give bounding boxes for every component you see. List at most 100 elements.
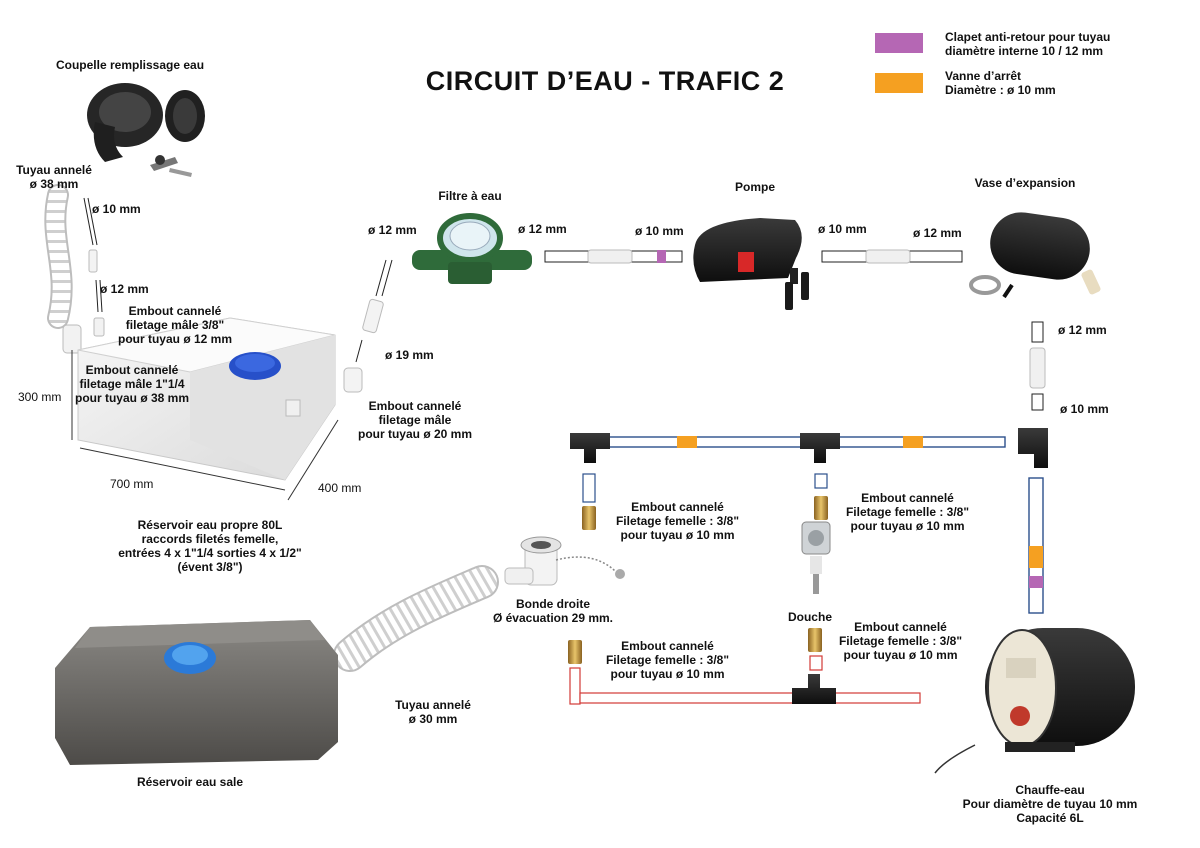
label-vase: Vase d’expansion	[960, 176, 1090, 190]
label-dim-400: 400 mm	[318, 481, 361, 495]
label-line: Filetage femelle : 3/8"	[845, 505, 970, 519]
label-line: ø 12 mm	[368, 223, 417, 237]
brass-fittings	[568, 496, 828, 664]
diagram-title: CIRCUIT D’EAU - TRAFIC 2	[425, 66, 785, 96]
label-d12-vase-in: ø 12 mm	[913, 226, 962, 240]
legend-swatch-check-valve	[875, 33, 923, 53]
corrugated-hose-30	[333, 565, 499, 672]
label-line: ø 12 mm	[913, 226, 962, 240]
legend-line: diamètre interne 10 / 12 mm	[945, 44, 1104, 58]
label-line: Réservoir eau propre 80L	[137, 518, 283, 532]
label-line: filetage mâle 1"1/4	[79, 377, 185, 391]
label-line: 400 mm	[318, 481, 362, 495]
label-reservoir-sale: Réservoir eau sale	[115, 775, 265, 789]
barbed-fitting-20	[343, 259, 393, 393]
tank-fittings	[62, 317, 105, 354]
blue-distribution-line	[570, 428, 1048, 614]
label-d10-pump-out: ø 10 mm	[818, 222, 867, 236]
label-line: ø 10 mm	[818, 222, 867, 236]
label-line: Embout cannelé	[861, 491, 954, 505]
legend-line: Clapet anti-retour pour tuyau	[945, 30, 1111, 44]
label-dim-300: 300 mm	[18, 390, 61, 404]
label-line: pour tuyau ø 10 mm	[610, 667, 725, 681]
label-line: pour tuyau ø 10 mm	[620, 528, 735, 542]
label-line: pour tuyau ø 10 mm	[843, 648, 958, 662]
pipe-filter-to-pump	[544, 249, 683, 264]
red-hot-water-line	[569, 655, 921, 705]
label-d12-filter-out: ø 12 mm	[518, 222, 567, 236]
legend-swatch-shutoff-valve	[875, 73, 923, 93]
label-line: Bonde droite	[516, 597, 590, 611]
label-line: Embout cannelé	[631, 500, 724, 514]
label-line: pour tuyau ø 38 mm	[74, 391, 190, 405]
label-line: ø 30 mm	[408, 712, 458, 726]
expansion-vessel-illustration	[969, 212, 1101, 299]
label-line: 700 mm	[110, 477, 154, 491]
label-d12-left: ø 12 mm	[100, 282, 149, 296]
label-line: ø 19 mm	[385, 348, 434, 362]
label-d10-left: ø 10 mm	[92, 202, 141, 216]
label-line: ø 12 mm	[518, 222, 567, 236]
label-line: Ø évacuation 29 mm.	[492, 611, 614, 625]
grey-water-tank-illustration	[55, 620, 338, 765]
water-heater-illustration	[934, 628, 1135, 774]
label-line: Embout cannelé	[854, 620, 947, 634]
label-line: Pompe	[734, 180, 775, 194]
label-line: pour tuyau ø 20 mm	[357, 427, 473, 441]
label-coupelle: Coupelle remplissage eau	[40, 58, 220, 72]
label-line: Chauffe-eau	[1015, 783, 1085, 797]
drain-illustration	[504, 536, 625, 586]
label-line: ø 12 mm	[1058, 323, 1107, 337]
label-line: Embout cannelé	[621, 639, 714, 653]
label-line: Réservoir eau sale	[136, 775, 244, 789]
label-line: Capacité 6L	[1016, 811, 1084, 825]
label-line: Filetage femelle : 3/8"	[838, 634, 963, 648]
pump-illustration	[693, 218, 809, 310]
label-d10-right: ø 10 mm	[1060, 402, 1109, 416]
label-line: filetage mâle	[378, 413, 452, 427]
label-line: Pour diamètre de tuyau 10 mm	[962, 797, 1138, 811]
label-line: Filtre à eau	[438, 189, 502, 203]
thin-pipes-left	[83, 197, 103, 313]
legend-text-shutoff-valve: Vanne d’arrêt Diamètre : ø 10 mm	[945, 69, 1056, 97]
label-line: Embout cannelé	[368, 399, 462, 413]
label-line: Tuyau annelé	[16, 163, 92, 177]
legend-text-check-valve: Clapet anti-retour pour tuyau diamètre i…	[945, 30, 1110, 58]
label-line: pour tuyau ø 10 mm	[850, 519, 965, 533]
label-filtre: Filtre à eau	[425, 189, 515, 203]
legend-line: Diamètre : ø 10 mm	[945, 83, 1056, 97]
label-line: pour tuyau ø 12 mm	[117, 332, 233, 346]
label-line: ø 38 mm	[29, 177, 79, 191]
corrugated-hose-38	[44, 184, 73, 329]
label-line: Embout cannelé	[85, 363, 179, 377]
label-line: Douche	[787, 610, 832, 624]
label-line: ø 10 mm	[1060, 402, 1109, 416]
filler-cup-illustration	[87, 83, 205, 177]
label-line: ø 10 mm	[635, 224, 684, 238]
water-filter-illustration	[412, 213, 532, 284]
label-line: raccords filetés femelle,	[141, 532, 279, 546]
label-line: Embout cannelé	[128, 304, 222, 318]
pipe-pump-to-vase	[821, 249, 963, 264]
label-line: Coupelle remplissage eau	[55, 58, 205, 72]
label-douche: Douche	[780, 610, 840, 624]
label-line: Filetage femelle : 3/8"	[615, 514, 740, 528]
label-line: ø 10 mm	[92, 202, 141, 216]
label-line: (évent 3/8")	[177, 560, 243, 574]
label-pompe: Pompe	[715, 180, 795, 194]
label-line: Tuyau annelé	[395, 698, 471, 712]
